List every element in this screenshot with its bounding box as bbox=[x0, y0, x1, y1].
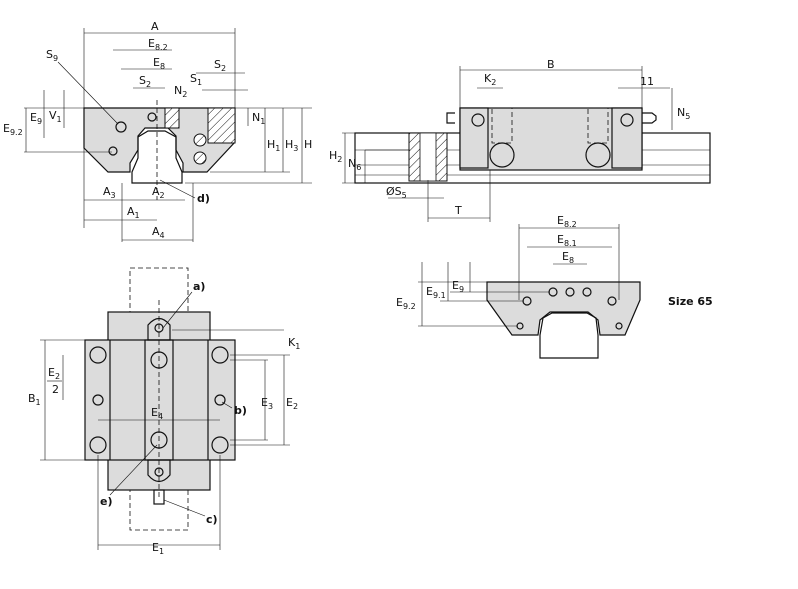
dim-label-s2: S2 bbox=[139, 74, 151, 89]
screw-icon bbox=[147, 112, 157, 122]
dim-label-e8-1: E8.1 bbox=[557, 233, 577, 248]
dim-label-11: 11 bbox=[640, 75, 654, 88]
dimension-lines bbox=[40, 291, 290, 550]
lube-port-icon bbox=[471, 113, 485, 127]
dim-label-h2: H2 bbox=[329, 149, 342, 164]
dim-label-e8-2: E8.2 bbox=[557, 214, 577, 229]
dim-label-a: A bbox=[151, 20, 159, 33]
dim-label-h1: H1 bbox=[267, 138, 280, 153]
dim-label-a4: A4 bbox=[152, 225, 165, 240]
screw-icon bbox=[108, 146, 118, 156]
side-view-labels: B K2 11 N5 H2 N6 ØS5 T bbox=[329, 58, 690, 217]
callout-c: c) bbox=[206, 513, 218, 526]
front-view bbox=[24, 28, 312, 242]
side-view bbox=[342, 66, 711, 222]
dim-label-a2: A2 bbox=[152, 185, 165, 200]
dim-label-a1: A1 bbox=[127, 205, 140, 220]
dim-label-e9-2: E9.2 bbox=[396, 296, 416, 311]
rail-mounting-hole bbox=[419, 132, 437, 182]
dim-label-k2: K2 bbox=[484, 72, 496, 87]
size65-view bbox=[418, 224, 641, 359]
size-caption: Size 65 bbox=[668, 295, 713, 308]
dim-label-n1: N1 bbox=[252, 111, 265, 126]
dim-label-e8: E8 bbox=[562, 250, 574, 265]
dim-label-k1: K1 bbox=[288, 336, 300, 351]
dim-label-e2: E2 bbox=[286, 396, 298, 411]
rail-size65 bbox=[539, 312, 599, 359]
dim-label-e8-2: E8.2 bbox=[148, 37, 168, 52]
dim-label-n5: N5 bbox=[677, 106, 690, 121]
dim-label-h: H bbox=[304, 138, 312, 151]
lube-port-icon bbox=[115, 121, 127, 133]
grease-nipple-icon bbox=[153, 489, 165, 505]
ball-icon bbox=[193, 133, 207, 147]
dim-label-e1: E1 bbox=[152, 541, 164, 556]
dim-label-t: T bbox=[454, 204, 462, 217]
dim-label-b: B bbox=[547, 58, 555, 71]
dim-label-e9-2: E9.2 bbox=[3, 122, 23, 137]
dimension-lines bbox=[418, 224, 620, 327]
section-hatch bbox=[164, 107, 180, 129]
dim-label-s5: ØS5 bbox=[386, 185, 407, 200]
dim-label-e4: E4 bbox=[151, 406, 163, 421]
dimension-lines bbox=[342, 66, 673, 222]
dim-label-e2-half-denominator: 2 bbox=[52, 383, 59, 396]
callout-d: d) bbox=[197, 192, 210, 205]
dim-label-e2-half-numerator: E2 bbox=[48, 366, 60, 381]
front-view-labels: A E8.2 E8 S9 S2 S1 S2 N2 V1 E9 E9.2 N1 H… bbox=[3, 20, 312, 240]
dimension-lines bbox=[24, 28, 312, 242]
dim-label-s2-right: S2 bbox=[214, 58, 226, 73]
seal-tab-bottom bbox=[147, 459, 171, 483]
lube-port-icon bbox=[620, 113, 634, 127]
dim-label-s9: S9 bbox=[46, 48, 58, 63]
top-view bbox=[40, 267, 290, 550]
block-size65 bbox=[486, 281, 641, 336]
end-cap-right bbox=[611, 107, 643, 169]
dim-label-h3: H3 bbox=[285, 138, 298, 153]
dim-label-a3: A3 bbox=[103, 185, 116, 200]
hidden-bore bbox=[491, 107, 513, 144]
top-view-labels: a) K1 E2 2 B1 E3 E2 b) E4 e) c) E1 bbox=[28, 280, 300, 556]
dim-label-s1: S1 bbox=[190, 72, 202, 87]
callout-a: a) bbox=[193, 280, 205, 293]
dim-label-e8: E8 bbox=[153, 56, 165, 71]
seal-tab-top bbox=[147, 317, 171, 341]
section-hatch-right bbox=[207, 107, 236, 144]
size65-labels: E8.2 E8.1 E8 E9 E9.1 E9.2 Size 65 bbox=[396, 214, 713, 311]
dim-label-e9: E9 bbox=[452, 279, 464, 294]
mounting-holes bbox=[516, 287, 623, 330]
callout-b: b) bbox=[234, 404, 247, 417]
dim-label-b1: B1 bbox=[28, 392, 41, 407]
grease-nipple-icon bbox=[446, 112, 657, 124]
hidden-bore bbox=[587, 107, 609, 144]
callout-e: e) bbox=[100, 495, 113, 508]
dim-label-e3: E3 bbox=[261, 396, 273, 411]
dim-label-n6: N6 bbox=[348, 157, 361, 172]
ball-icon bbox=[193, 151, 207, 165]
dim-label-e9: E9 bbox=[30, 111, 42, 126]
dim-label-n2: N2 bbox=[174, 84, 187, 99]
dim-label-v1: V1 bbox=[49, 109, 62, 124]
dim-label-e9-1: E9.1 bbox=[426, 285, 446, 300]
